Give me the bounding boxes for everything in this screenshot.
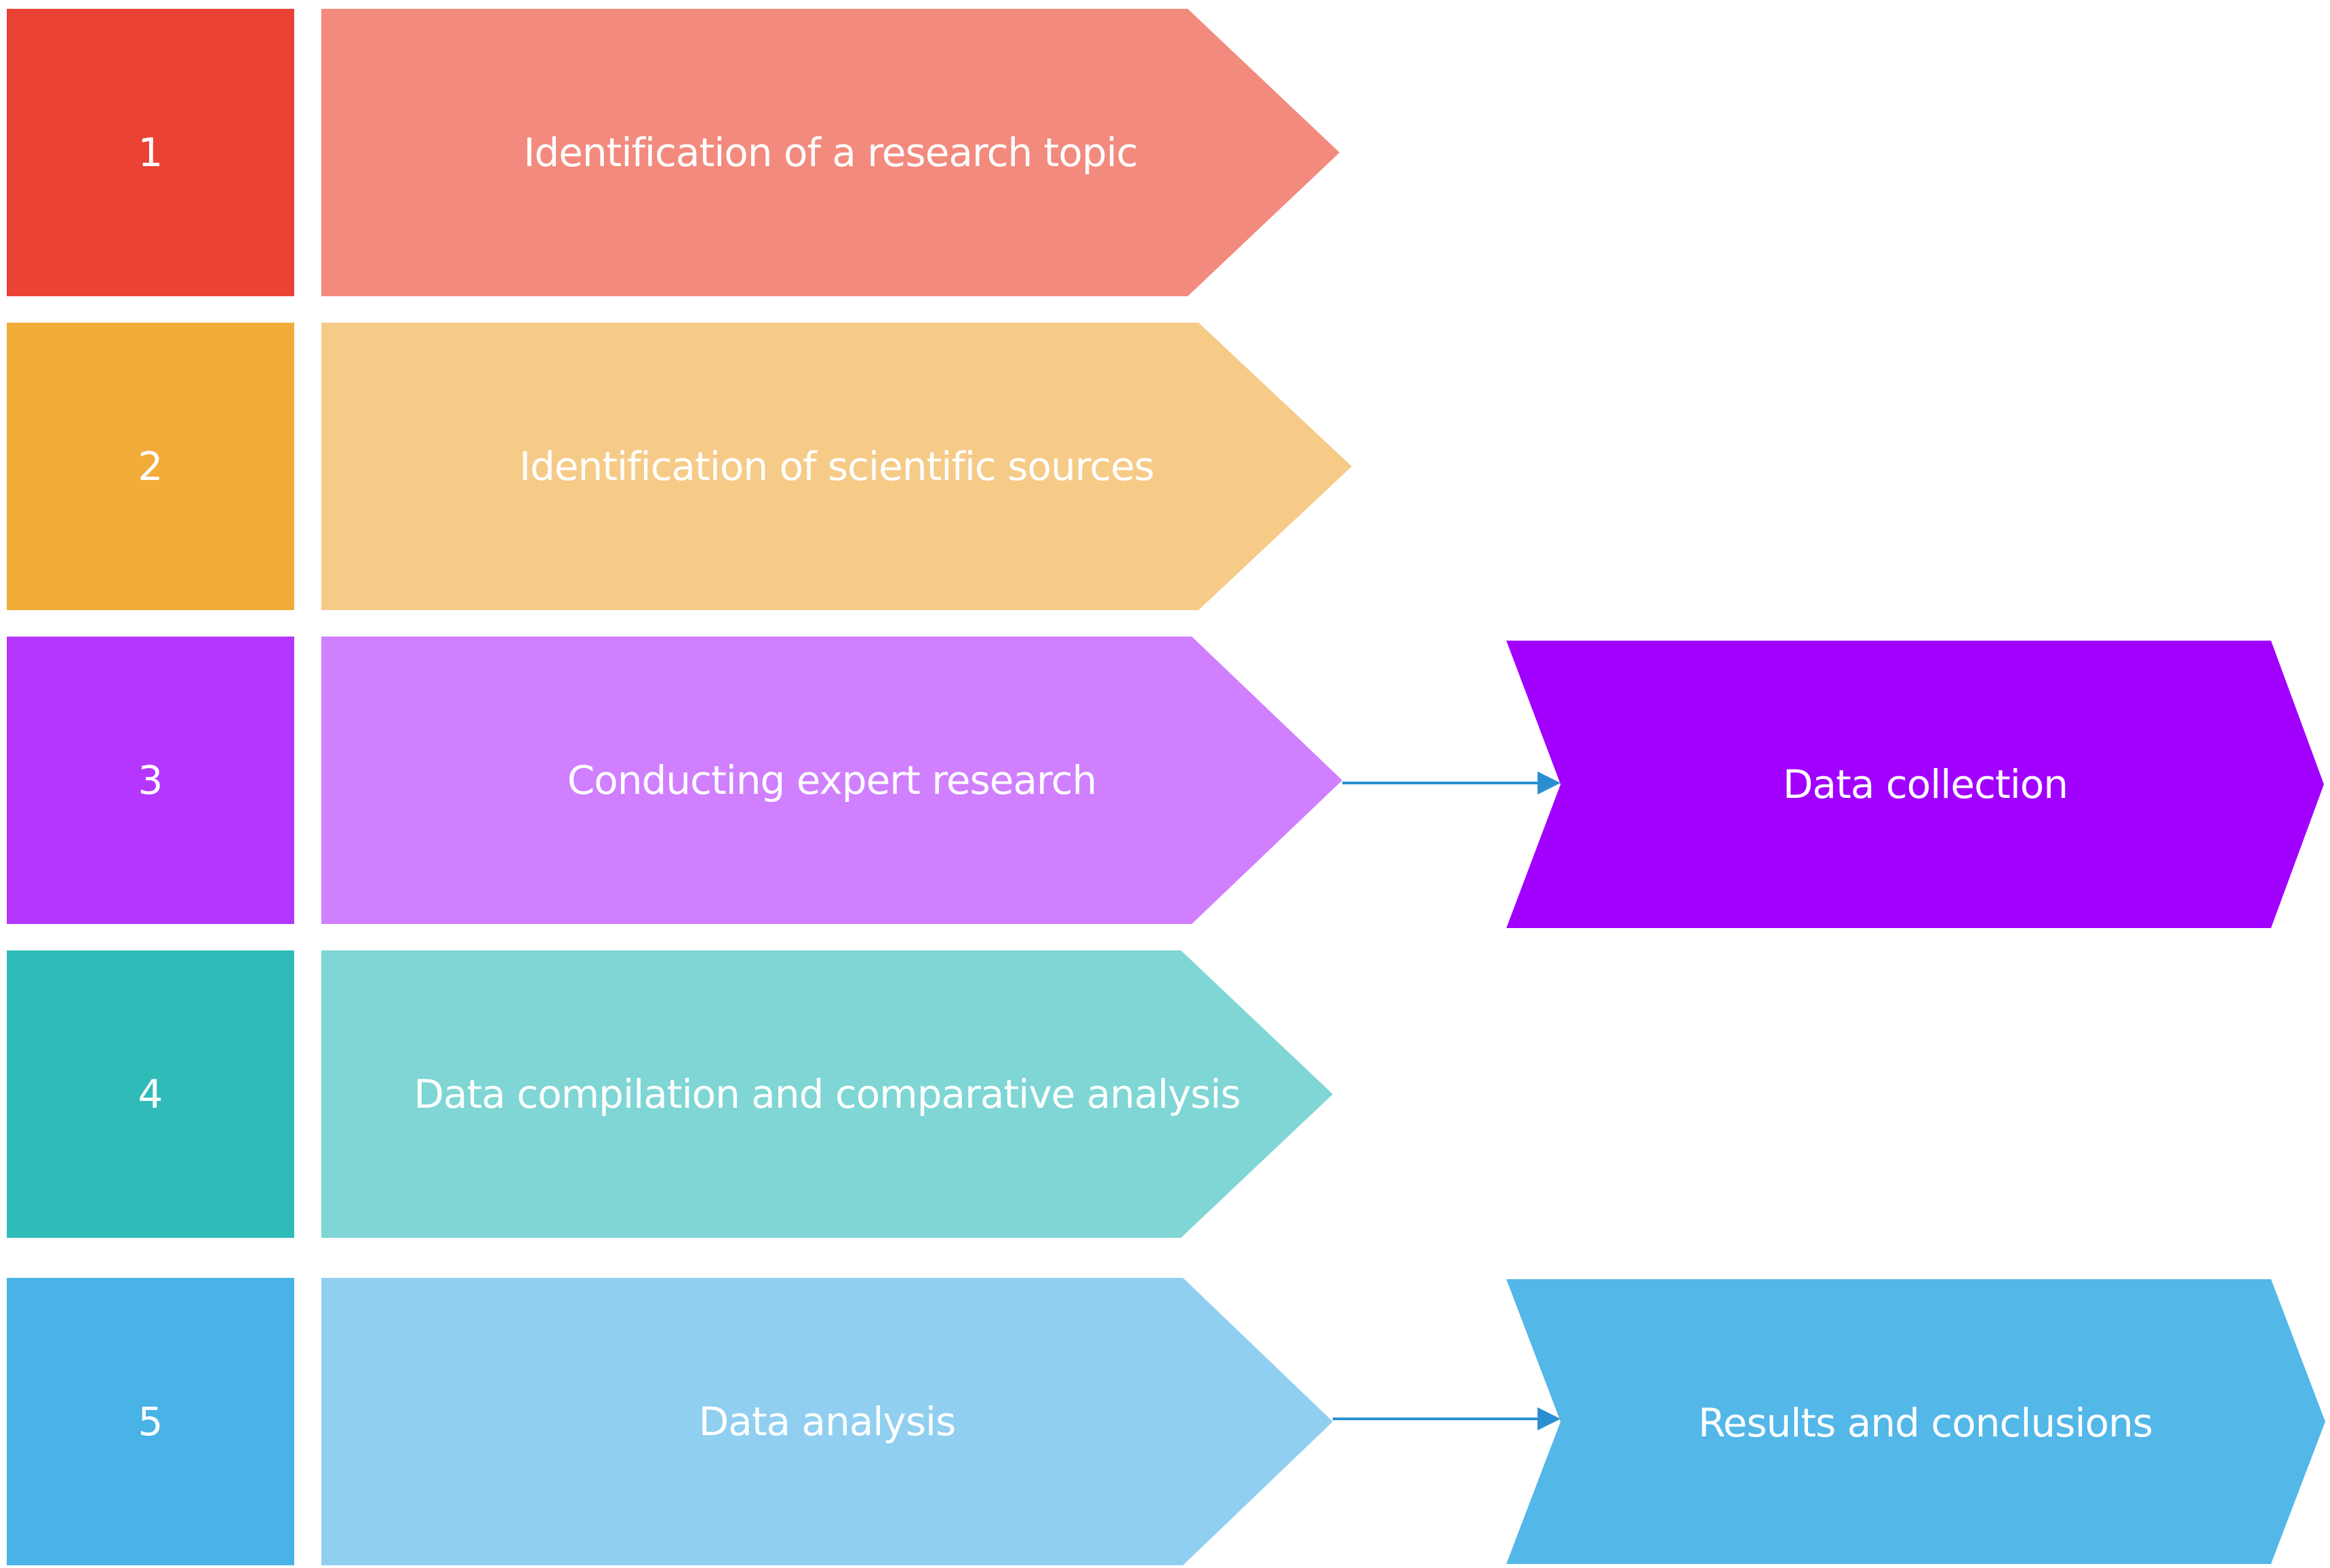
step-number: 1 bbox=[138, 129, 163, 176]
step-label: Data analysis bbox=[699, 1399, 956, 1445]
step-number-box bbox=[7, 1278, 294, 1565]
step-3: 3 Conducting expert research bbox=[7, 637, 1342, 924]
outcome-results-and-conclusions: Results and conclusions bbox=[1333, 1279, 2325, 1564]
step-number: 4 bbox=[138, 1071, 163, 1117]
outcome-label: Results and conclusions bbox=[1698, 1400, 2152, 1446]
step-label: Conducting expert research bbox=[567, 757, 1097, 803]
step-arrow bbox=[321, 637, 1342, 924]
step-label: Identification of a research topic bbox=[523, 129, 1137, 176]
connector-arrow-head bbox=[1538, 1407, 1561, 1430]
step-number-box bbox=[7, 9, 294, 296]
step-2: 2 Identification of scientific sources bbox=[7, 323, 1352, 610]
step-label: Data compilation and comparative analysi… bbox=[414, 1071, 1240, 1117]
step-label: Identification of scientific sources bbox=[519, 443, 1154, 489]
step-4: 4 Data compilation and comparative analy… bbox=[7, 950, 1333, 1238]
step-number: 2 bbox=[138, 443, 163, 489]
step-5: 5 Data analysis bbox=[7, 1278, 1333, 1565]
step-arrow bbox=[321, 323, 1352, 610]
outcome-chevron bbox=[1506, 641, 2324, 928]
step-number-box bbox=[7, 323, 294, 610]
step-number-box bbox=[7, 637, 294, 924]
step-number: 3 bbox=[138, 757, 163, 803]
connector-arrow-head bbox=[1538, 771, 1561, 795]
outcome-chevron bbox=[1506, 1279, 2325, 1564]
outcome-label: Data collection bbox=[1783, 761, 2068, 807]
step-arrow bbox=[321, 9, 1340, 296]
step-arrow bbox=[321, 950, 1333, 1238]
step-1: 1 Identification of a research topic bbox=[7, 9, 1340, 296]
step-number: 5 bbox=[138, 1399, 163, 1445]
step-arrow bbox=[321, 1278, 1333, 1565]
outcome-data-collection: Data collection bbox=[1342, 641, 2324, 928]
step-number-box bbox=[7, 950, 294, 1238]
